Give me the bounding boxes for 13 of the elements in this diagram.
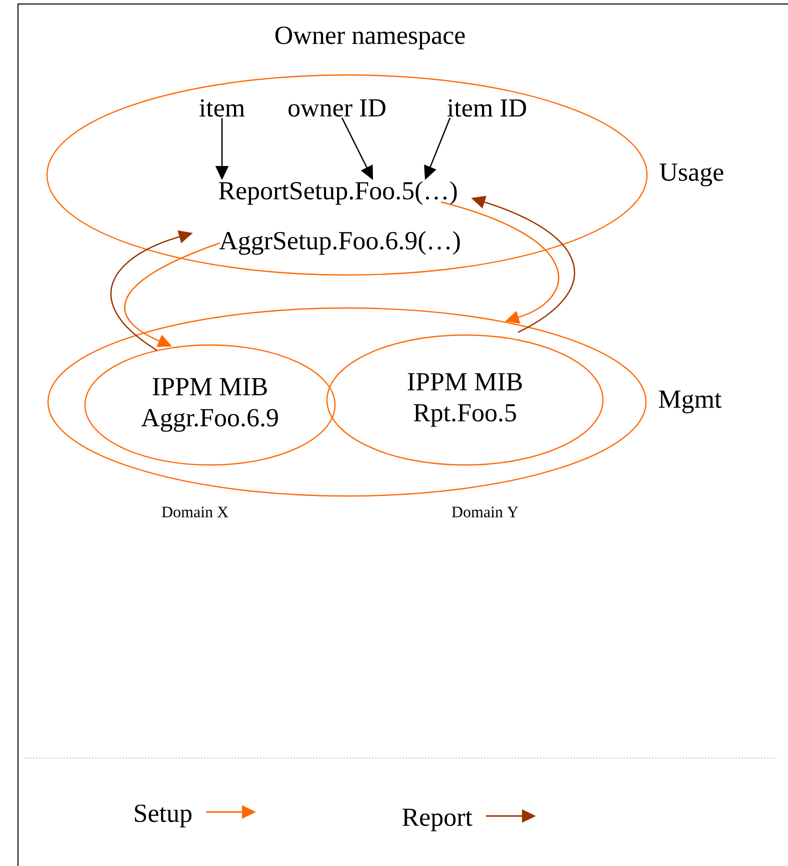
domain-label: Domain Y	[452, 506, 518, 518]
text-label: item	[199, 99, 245, 117]
arrow	[440, 201, 560, 324]
node-label: Mgmt	[658, 390, 722, 414]
legend-label: Report	[402, 808, 472, 832]
text-label: owner ID	[288, 99, 386, 117]
text-label: item ID	[447, 99, 526, 117]
legend-label: Setup	[134, 804, 192, 828]
node-label: Usage	[660, 164, 724, 186]
text-label: AggrSetup.Foo.6.9(…)	[219, 231, 460, 255]
domain-label: Domain X	[162, 506, 228, 518]
text-label: ReportSetup.Foo.5(…)	[218, 181, 457, 205]
title: Owner namespace	[275, 26, 465, 50]
